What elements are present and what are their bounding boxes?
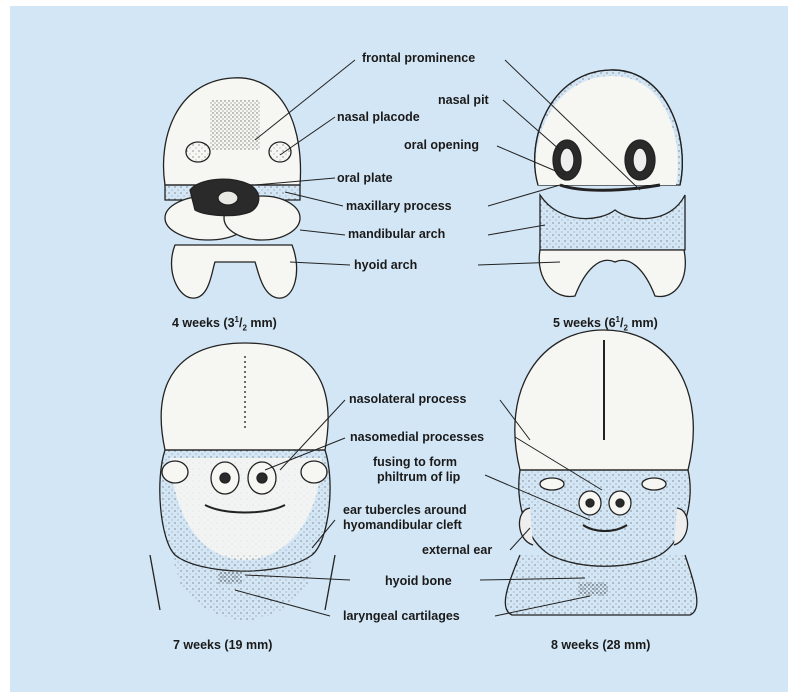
caption-5-weeks: 5 weeks (61/2 mm) [553, 315, 658, 333]
label-laryngeal-cartilages: laryngeal cartilages [343, 609, 460, 623]
embryo-8-weeks [505, 330, 697, 615]
label-nasal-placode: nasal placode [337, 110, 420, 124]
label-external-ear: external ear [422, 543, 492, 557]
label-fusing-line1: fusing to form [373, 455, 457, 469]
label-mandibular-arch: mandibular arch [348, 227, 445, 241]
label-oral-opening: oral opening [404, 138, 479, 152]
label-ear-tubercles-line2: hyomandibular cleft [343, 518, 462, 532]
caption-7-weeks: 7 weeks (19 mm) [173, 638, 272, 652]
label-nasolateral-process: nasolateral process [349, 392, 466, 406]
label-frontal-prominence: frontal prominence [362, 51, 475, 65]
caption-4-weeks: 4 weeks (31/2 mm) [172, 315, 277, 333]
label-hyoid-arch: hyoid arch [354, 258, 417, 272]
caption-8-weeks: 8 weeks (28 mm) [551, 638, 650, 652]
label-nasomedial-processes: nasomedial processes [350, 430, 484, 444]
embryo-4-weeks [164, 78, 301, 298]
label-oral-plate: oral plate [337, 171, 393, 185]
label-maxillary-process: maxillary process [346, 199, 452, 213]
label-nasal-pit: nasal pit [438, 93, 489, 107]
label-fusing-line2: philtrum of lip [377, 470, 460, 484]
label-hyoid-bone: hyoid bone [385, 574, 452, 588]
label-ear-tubercles-line1: ear tubercles around [343, 503, 467, 517]
